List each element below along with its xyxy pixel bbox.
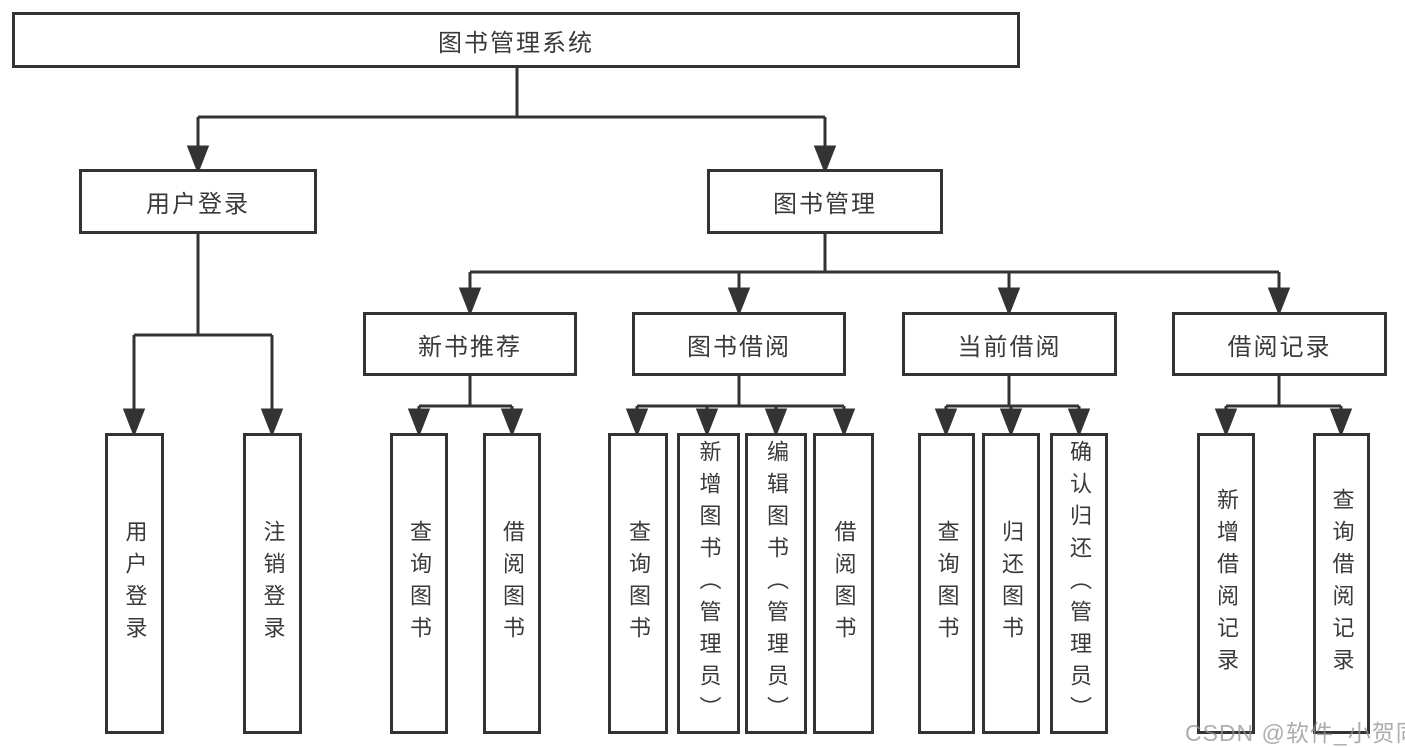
connector-borrow-records-children xyxy=(1214,376,1353,438)
arrow-down-icon xyxy=(186,145,210,175)
arrow-down-icon xyxy=(934,408,958,438)
leaf-query-books-recommend: 查询图书 xyxy=(390,433,448,734)
arrow-down-icon xyxy=(1329,408,1353,438)
node-current-borrow: 当前借阅 xyxy=(902,312,1117,376)
arrow-down-icon xyxy=(500,408,524,438)
arrow-down-icon xyxy=(764,408,788,438)
leaf-confirm-return-admin: 确认归还（管理员） xyxy=(1050,433,1108,734)
leaf-query-books-borrow: 查询图书 xyxy=(608,433,668,734)
arrow-down-icon xyxy=(1267,287,1291,317)
arrow-down-icon xyxy=(122,408,146,438)
leaf-borrow-books-borrow: 借阅图书 xyxy=(813,433,874,734)
arrow-down-icon xyxy=(999,408,1023,438)
connector-current-borrow-children xyxy=(934,376,1091,438)
leaf-user-login: 用户登录 xyxy=(105,433,164,734)
csdn-watermark: CSDN @软件_小贺同学 xyxy=(1185,720,1405,746)
node-book-borrow: 图书借阅 xyxy=(632,312,846,376)
arrow-down-icon xyxy=(695,408,719,438)
arrow-down-icon xyxy=(625,408,649,438)
arrow-down-icon xyxy=(832,408,856,438)
leaf-query-borrow-record: 查询借阅记录 xyxy=(1313,433,1370,734)
arrow-down-icon xyxy=(458,287,482,317)
leaf-edit-book-admin: 编辑图书（管理员） xyxy=(745,433,807,734)
arrow-down-icon xyxy=(407,408,431,438)
connector-new-book-recommend-children xyxy=(407,376,524,438)
arrow-down-icon xyxy=(813,145,837,175)
leaf-query-books-current: 查询图书 xyxy=(918,433,975,734)
node-new-book-recommend: 新书推荐 xyxy=(363,312,577,376)
leaf-return-book: 归还图书 xyxy=(982,433,1040,734)
leaf-borrow-books-recommend: 借阅图书 xyxy=(483,433,541,734)
connector-book-borrow-children xyxy=(625,376,856,438)
node-user-login: 用户登录 xyxy=(79,169,317,234)
connector-user-login-children xyxy=(122,233,284,438)
node-book-management: 图书管理 xyxy=(707,169,943,234)
arrow-down-icon xyxy=(997,287,1021,317)
node-root-book-management-system: 图书管理系统 xyxy=(12,12,1020,68)
node-borrow-records: 借阅记录 xyxy=(1172,312,1387,376)
leaf-logout: 注销登录 xyxy=(243,433,302,734)
arrow-down-icon xyxy=(1214,408,1238,438)
leaf-add-book-admin: 新增图书（管理员） xyxy=(677,433,740,734)
connector-root-to-level2 xyxy=(186,67,837,175)
arrow-down-icon xyxy=(727,287,751,317)
arrow-down-icon xyxy=(1067,408,1091,438)
arrow-down-icon xyxy=(260,408,284,438)
leaf-add-borrow-record: 新增借阅记录 xyxy=(1197,433,1255,734)
connector-book-management-children xyxy=(458,233,1291,317)
